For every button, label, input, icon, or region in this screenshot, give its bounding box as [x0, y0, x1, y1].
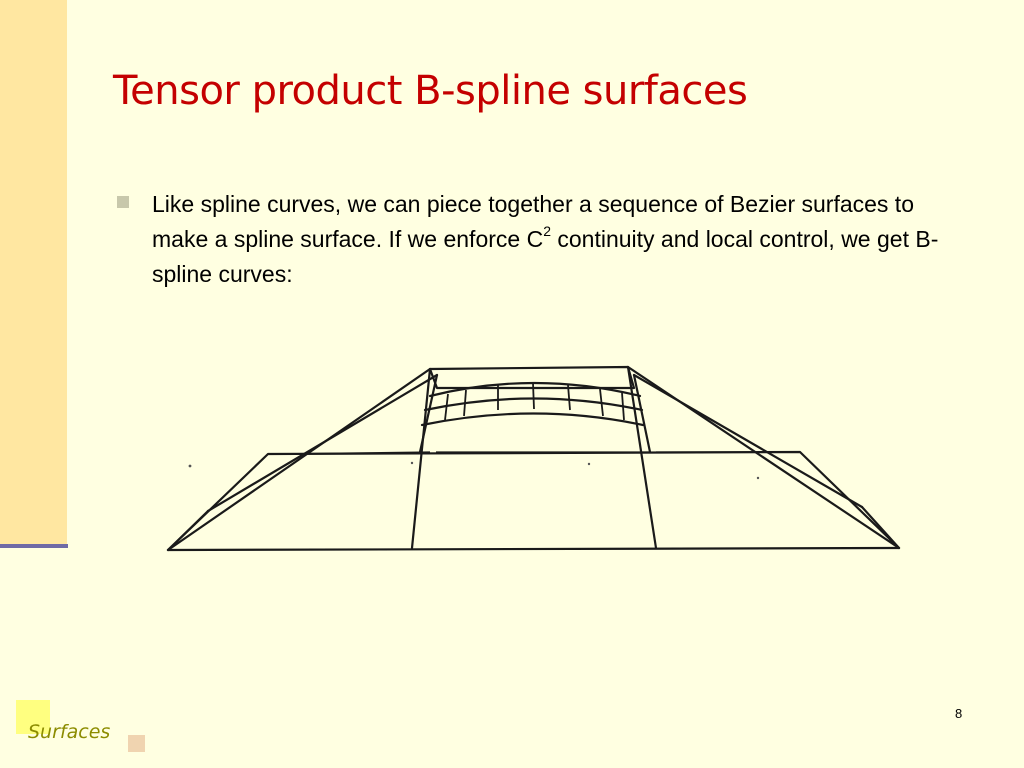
left-post-inner — [418, 373, 439, 454]
bullet-text-before: Like spline curves, we can piece togethe… — [152, 191, 914, 252]
footer-section-label: Surfaces — [28, 721, 111, 743]
scan-specks — [188, 461, 760, 480]
square-bullet-icon — [117, 196, 129, 208]
surface-patch-bottom — [420, 412, 645, 427]
left-front-edge — [166, 509, 210, 552]
bullet-text-after: continuity and local control, we get B-s… — [152, 226, 939, 287]
footer-decorative-small-square — [128, 735, 145, 752]
left-post — [410, 367, 432, 550]
surface-patch-top — [428, 381, 642, 398]
footer-decorative-square — [16, 700, 50, 734]
left-slope-outer — [166, 367, 432, 552]
bullet-superscript: 2 — [543, 223, 551, 240]
top-frame — [428, 365, 636, 390]
bullet-text: Like spline curves, we can piece togethe… — [152, 191, 938, 287]
right-front-edge — [860, 505, 901, 550]
base-outline — [166, 450, 901, 552]
left-decorative-rule — [0, 544, 68, 548]
page-number: 8 — [955, 706, 963, 721]
left-decorative-band — [0, 0, 67, 545]
right-post-inner — [632, 373, 652, 454]
slide-title: Tensor product B-spline surfaces — [113, 68, 748, 114]
right-slope-inner — [632, 373, 864, 509]
surface-patch-grid — [444, 382, 625, 421]
right-post — [626, 365, 658, 550]
left-slope-inner — [206, 373, 439, 513]
bullet-item: Like spline curves, we can piece togethe… — [117, 187, 957, 292]
base-thin-lines — [267, 451, 800, 455]
bullet-list: Like spline curves, we can piece togethe… — [117, 187, 957, 292]
bspline-surface-figure — [166, 365, 901, 552]
